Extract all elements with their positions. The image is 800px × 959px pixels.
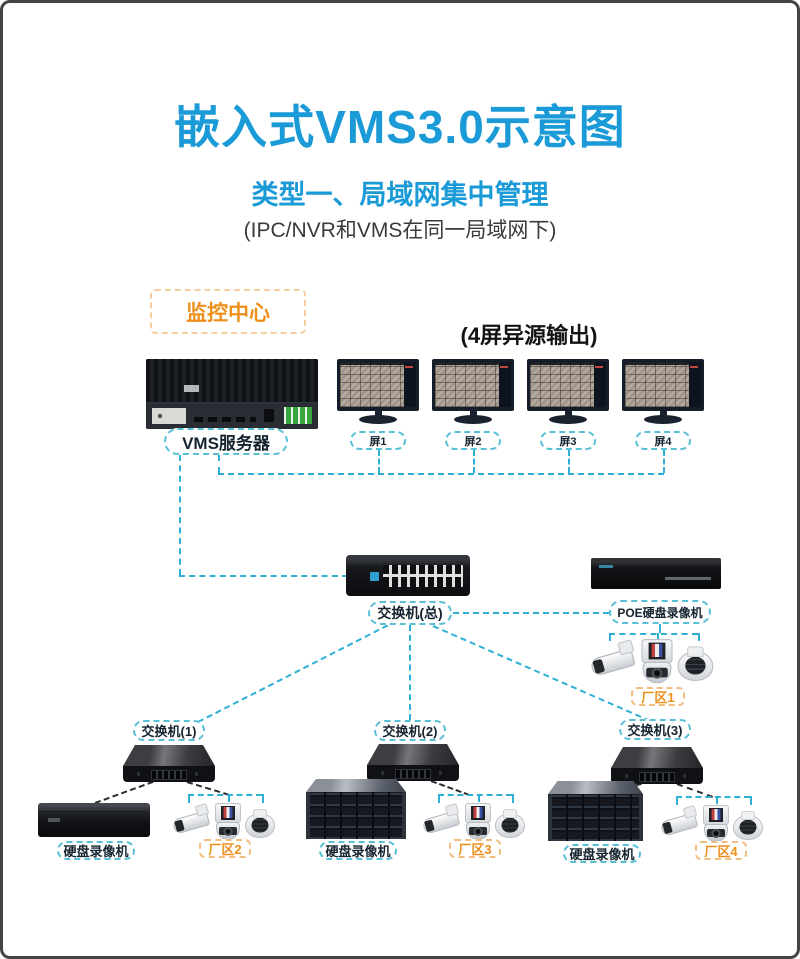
branch-switch-1-label: 交换机(1) (133, 720, 205, 741)
ptz-camera-icon (701, 805, 731, 851)
nvr-3-device-icon (548, 781, 643, 841)
branch-switch-2-device-icon (367, 744, 459, 782)
power-supply-icon (152, 408, 186, 424)
branch-switch-2-label: 交换机(2) (374, 720, 446, 741)
link-screen3-drop (568, 450, 570, 473)
bullet-camera-icon (589, 647, 636, 678)
link-main-to-branch2 (409, 625, 411, 720)
vms-server-rear-panel (146, 403, 318, 429)
camera-group-2 (171, 803, 277, 849)
nvr-1-label: 硬盘录像机 (57, 841, 135, 860)
bullet-camera-icon (659, 812, 699, 837)
camera-bracket-1-drop-right (698, 633, 700, 641)
page-note: (IPC/NVR和VMS在同一局域网下) (243, 219, 557, 242)
camera-bracket-1-drop-left (609, 633, 611, 641)
page-subtitle: 类型一、局域网集中管理 (251, 180, 549, 210)
link-vms-to-main-switch (179, 575, 348, 577)
ptz-camera-icon (213, 803, 243, 849)
monitor-4-icon (622, 359, 704, 424)
factory-3-label: 厂区3 (449, 839, 501, 858)
nvr-1-device-icon (38, 803, 150, 837)
dome-camera-icon (677, 651, 714, 681)
camera-bracket-2 (188, 794, 262, 796)
screen-bus-line (218, 473, 664, 475)
camera-group-3 (421, 803, 527, 849)
monitoring-center-label: 监控中心 (150, 289, 306, 334)
link-vms-down (179, 455, 181, 575)
main-switch-device-icon (346, 555, 470, 596)
bullet-camera-icon (421, 810, 461, 835)
dome-camera-icon (245, 813, 275, 838)
camera-bracket-4-drop-mid (716, 796, 718, 804)
screen-4-label: 屏4 (635, 431, 691, 450)
link-screen4-drop (663, 450, 665, 473)
page-title: 嵌入式VMS3.0示意图 (174, 101, 626, 153)
camera-group-1 (589, 639, 716, 694)
rear-ports-icon (194, 417, 256, 422)
camera-group-4 (659, 805, 765, 851)
dome-camera-icon (495, 813, 525, 838)
poe-nvr-label: POE硬盘录像机 (609, 600, 711, 624)
usb-port-icon (264, 409, 274, 422)
nvr-2-label: 硬盘录像机 (319, 841, 397, 860)
branch-switch-3-device-icon (611, 747, 703, 785)
camera-bracket-2-drop-mid (228, 794, 230, 802)
main-switch-label: 交换机(总) (368, 601, 452, 625)
link-main-switch-to-poe-nvr (453, 612, 609, 614)
link-switch1-to-nvr1 (94, 780, 154, 804)
ptz-camera-icon (463, 803, 493, 849)
link-poe-to-cameras (659, 624, 661, 633)
terminal-block-icon (284, 407, 312, 424)
camera-bracket-2-drop-left (188, 794, 190, 803)
switch-logo-icon (370, 572, 379, 581)
dome-camera-icon (733, 815, 763, 840)
vms-server-label: VMS服务器 (164, 428, 288, 455)
vms-server-top-panel (146, 359, 318, 403)
screen-3-label: 屏3 (540, 431, 596, 450)
link-vms-to-screen-bus (218, 455, 220, 473)
camera-bracket-3-drop-mid (478, 794, 480, 802)
four-screen-output-caption: (4屏异源输出) (460, 323, 598, 348)
bullet-camera-icon (171, 810, 211, 835)
poe-nvr-device-icon (591, 558, 721, 589)
monitor-2-icon (432, 359, 514, 424)
camera-bracket-2-drop-right (262, 794, 264, 803)
screen-2-label: 屏2 (445, 431, 501, 450)
ptz-camera-icon (639, 639, 675, 694)
link-screen1-drop (378, 450, 380, 473)
camera-bracket-1 (609, 633, 698, 635)
factory-2-label: 厂区2 (199, 839, 251, 858)
camera-bracket-4-drop-left (676, 796, 678, 805)
branch-switch-3-label: 交换机(3) (619, 719, 691, 740)
camera-bracket-3-drop-right (512, 794, 514, 803)
link-main-to-branch1 (197, 624, 389, 723)
factory-1-label: 厂区1 (631, 687, 685, 706)
camera-bracket-3-drop-left (438, 794, 440, 803)
nvr-3-label: 硬盘录像机 (563, 844, 641, 863)
monitor-3-icon (527, 359, 609, 424)
nvr-2-device-icon (306, 779, 406, 839)
camera-bracket-4-drop-right (750, 796, 752, 805)
camera-bracket-4 (676, 796, 750, 798)
branch-switch-1-device-icon (123, 745, 215, 783)
factory-4-label: 厂区4 (695, 841, 747, 860)
link-screen2-drop (473, 450, 475, 473)
monitor-1-icon (337, 359, 419, 424)
switch-ports-icon (383, 565, 463, 587)
screen-1-label: 屏1 (350, 431, 406, 450)
camera-bracket-1-drop-mid (657, 633, 659, 640)
camera-bracket-3 (438, 794, 512, 796)
vms-server-device-icon (146, 359, 318, 429)
